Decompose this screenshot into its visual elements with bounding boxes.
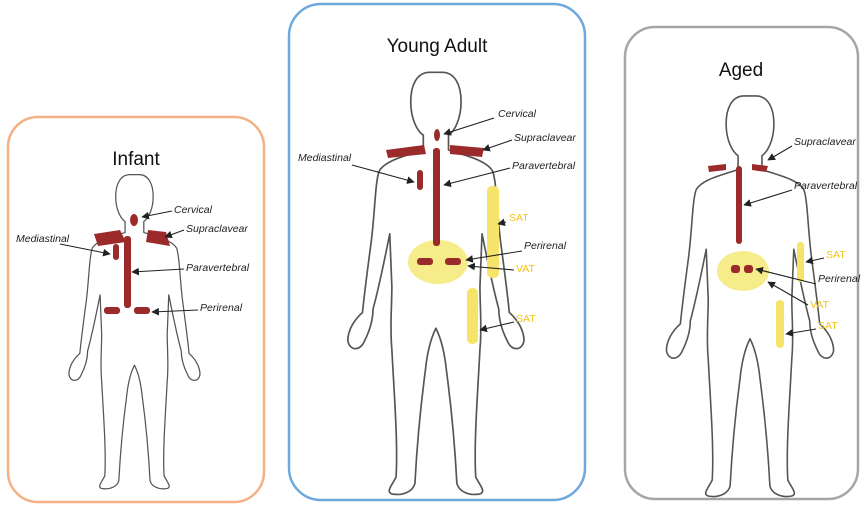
young-adult-cervical-bat [434,129,440,141]
young-adult-label-sat-upper: SAT [509,212,529,224]
infant-paravertebral-bat [124,236,131,308]
young-adult-sat-upper [487,186,499,278]
aged-label-supraclavear: Supraclavear [794,136,856,148]
panel-young-adult-title: Young Adult [387,36,488,57]
aged-perirenal-bat [731,265,740,273]
young-adult-perirenal-bat-2 [445,258,461,265]
aged-body-outline [666,96,833,497]
panel-aged: Aged Supraclavear Paravertebral SAT Peri… [625,27,861,499]
aged-label-paravertebral: Paravertebral [794,180,858,192]
infant-label-paravertebral: Paravertebral [186,262,250,274]
aged-label-vat: VAT [810,299,829,311]
infant-label-cervical: Cervical [174,204,213,216]
infant-mediastinal-bat [113,244,119,260]
panel-infant: Infant Cervical Supraclavear Mediastinal… [8,117,264,502]
young-adult-label-perirenal: Perirenal [524,240,567,252]
young-adult-label-supraclavear: Supraclavear [514,132,576,144]
panel-infant-title: Infant [112,149,160,170]
aged-sat-lower [776,300,784,348]
young-adult-perirenal-bat [417,258,433,265]
aged-perirenal-bat-2 [744,265,753,273]
young-adult-label-cervical: Cervical [498,108,537,120]
aged-sat-upper [797,242,804,282]
infant-label-supraclavear: Supraclavear [186,223,248,235]
infant-arrow-supraclavear [165,230,184,237]
young-adult-label-mediastinal: Mediastinal [298,152,352,164]
infant-cervical-bat [130,214,138,226]
aged-label-perirenal: Perirenal [818,273,861,285]
infant-perirenal-bat-2 [134,307,150,314]
aged-label-sat-upper: SAT [826,249,846,261]
aged-vat [717,251,769,291]
infant-label-mediastinal: Mediastinal [16,233,70,245]
infant-perirenal-bat [104,307,120,314]
panel-young-adult: Young Adult Cervical Supraclavear Medias… [289,4,585,500]
young-adult-sat-lower [467,288,478,344]
young-adult-label-vat: VAT [516,263,535,275]
young-adult-label-paravertebral: Paravertebral [512,160,576,172]
young-adult-arrow-supraclavear [483,140,512,150]
aged-label-sat-lower: SAT [818,320,838,332]
young-adult-mediastinal-bat [417,170,423,190]
aged-paravertebral-bat [736,166,742,244]
infant-label-perirenal: Perirenal [200,302,243,314]
young-adult-label-sat-lower: SAT [516,313,536,325]
young-adult-paravertebral-bat [433,148,440,246]
panel-aged-title: Aged [719,60,763,81]
aged-arrow-supraclavear [768,146,792,160]
